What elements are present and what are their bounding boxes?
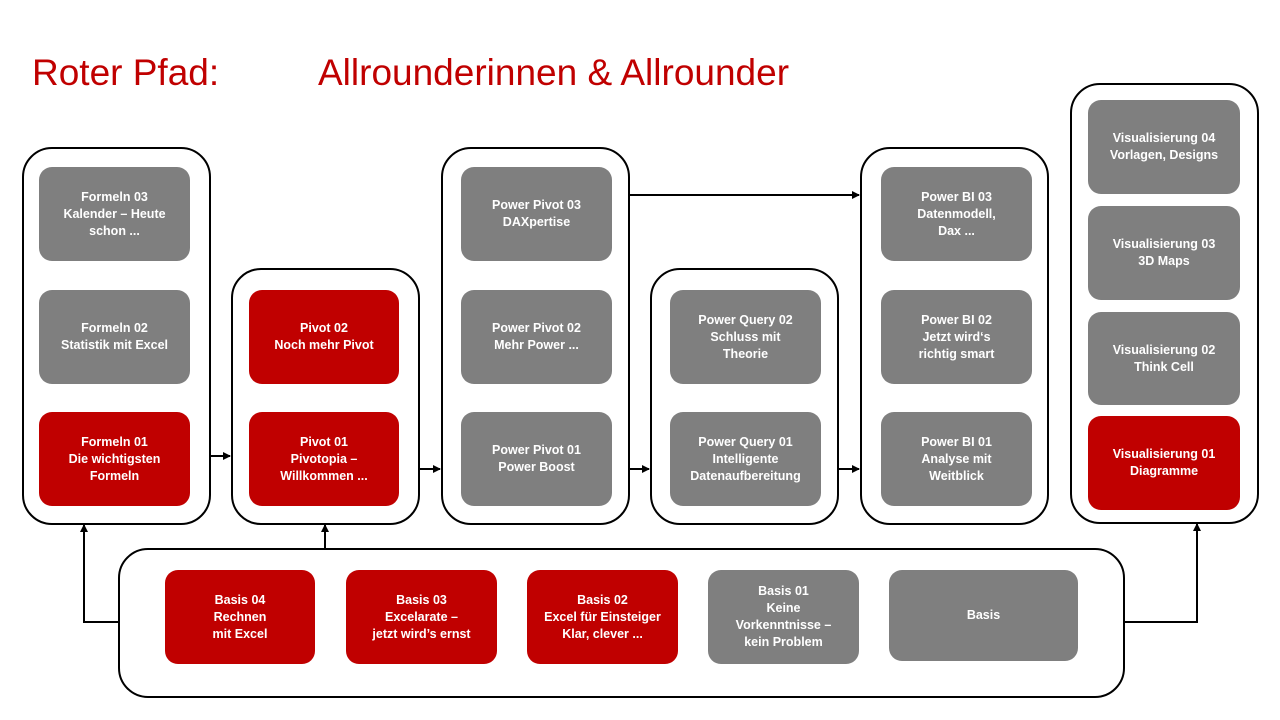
course-card-visualisierung-02[interactable]: Visualisierung 02 Think Cell (1088, 312, 1240, 405)
course-card-visualisierung-01[interactable]: Visualisierung 01 Diagramme (1088, 416, 1240, 510)
course-card-power-query-02[interactable]: Power Query 02 Schluss mit Theorie (670, 290, 821, 384)
course-card-power-bi-01[interactable]: Power BI 01 Analyse mit Weitblick (881, 412, 1032, 506)
arrow-basis-formeln (80, 524, 118, 623)
course-card-visualisierung-03[interactable]: Visualisierung 03 3D Maps (1088, 206, 1240, 300)
title-path: Roter Pfad: (32, 52, 220, 93)
course-card-pivot-02[interactable]: Pivot 02 Noch mehr Pivot (249, 290, 399, 384)
course-card-power-pivot-02[interactable]: Power Pivot 02 Mehr Power ... (461, 290, 612, 384)
title-audience: Allrounderinnen & Allrounder (318, 52, 790, 93)
course-card-power-bi-03[interactable]: Power BI 03 Datenmodell, Dax ... (881, 167, 1032, 261)
course-card-formeln-01[interactable]: Formeln 01 Die wichtigsten Formeln (39, 412, 190, 506)
arrow-basis-visualisierung (1124, 523, 1201, 623)
course-card-basis-02[interactable]: Basis 02 Excel für Einsteiger Klar, clev… (527, 570, 678, 664)
course-card-power-pivot-03[interactable]: Power Pivot 03 DAXpertise (461, 167, 612, 261)
course-card-power-pivot-01[interactable]: Power Pivot 01 Power Boost (461, 412, 612, 506)
course-card-visualisierung-04[interactable]: Visualisierung 04 Vorlagen, Designs (1088, 100, 1240, 194)
course-card-basis[interactable]: Basis (889, 570, 1078, 661)
course-card-basis-04[interactable]: Basis 04 Rechnen mit Excel (165, 570, 315, 664)
course-card-power-query-01[interactable]: Power Query 01 Intelligente Datenaufbere… (670, 412, 821, 506)
course-card-basis-03[interactable]: Basis 03 Excelarate – jetzt wird’s ernst (346, 570, 497, 664)
course-card-pivot-01[interactable]: Pivot 01 Pivotopia – Willkommen ... (249, 412, 399, 506)
course-card-formeln-02[interactable]: Formeln 02 Statistik mit Excel (39, 290, 190, 384)
course-card-basis-01[interactable]: Basis 01 Keine Vorkenntnisse – kein Prob… (708, 570, 859, 664)
course-card-formeln-03[interactable]: Formeln 03 Kalender – Heute schon ... (39, 167, 190, 261)
course-card-power-bi-02[interactable]: Power BI 02 Jetzt wird‘s richtig smart (881, 290, 1032, 384)
